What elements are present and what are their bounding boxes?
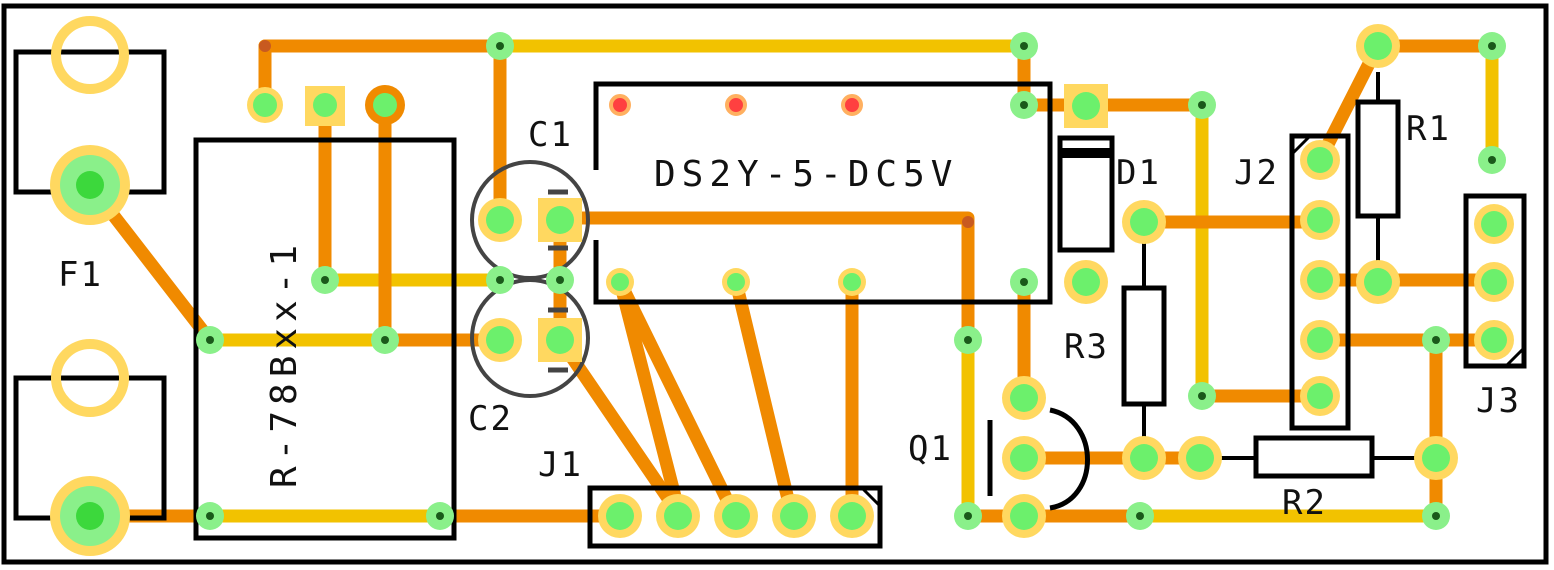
label-r3: R3 (1064, 327, 1109, 367)
regulator-outline (193, 137, 457, 541)
component-labels: F1 R-78Bxx-1 C1 C2 DS2Y-5-DC5V J1 D1 J2 … (58, 109, 1521, 523)
j3-outline (1463, 193, 1527, 369)
label-c1: C1 (528, 115, 573, 155)
vias (196, 32, 1506, 530)
capacitor-outlines (470, 160, 590, 398)
label-j1: J1 (538, 445, 583, 485)
relay-pin (725, 94, 747, 116)
label-c2: C2 (468, 399, 513, 439)
f1-pad-ring-top (51, 16, 129, 94)
q1-outline (987, 407, 1090, 511)
label-j3: J3 (1476, 381, 1521, 421)
top-layer-traces (203, 39, 1499, 523)
label-q1: Q1 (908, 429, 953, 469)
pads (50, 16, 1514, 556)
label-f1: F1 (58, 255, 103, 295)
label-regulator: R-78Bxx-1 (264, 239, 305, 488)
label-d1: D1 (1116, 153, 1161, 193)
relay-pin (841, 94, 863, 116)
f1-pad-ring-bottom (51, 339, 129, 417)
j1-outline (587, 485, 883, 549)
label-r2: R2 (1282, 483, 1327, 523)
label-relay: DS2Y-5-DC5V (654, 154, 958, 195)
d1-outline (1057, 135, 1115, 253)
relay-pin (609, 94, 631, 116)
label-r1: R1 (1406, 109, 1451, 149)
relay-outline (593, 81, 1053, 305)
silkscreen (13, 49, 1527, 549)
c2-outline (470, 278, 590, 398)
label-j2: J2 (1234, 153, 1279, 193)
j2-outline (1289, 133, 1351, 431)
